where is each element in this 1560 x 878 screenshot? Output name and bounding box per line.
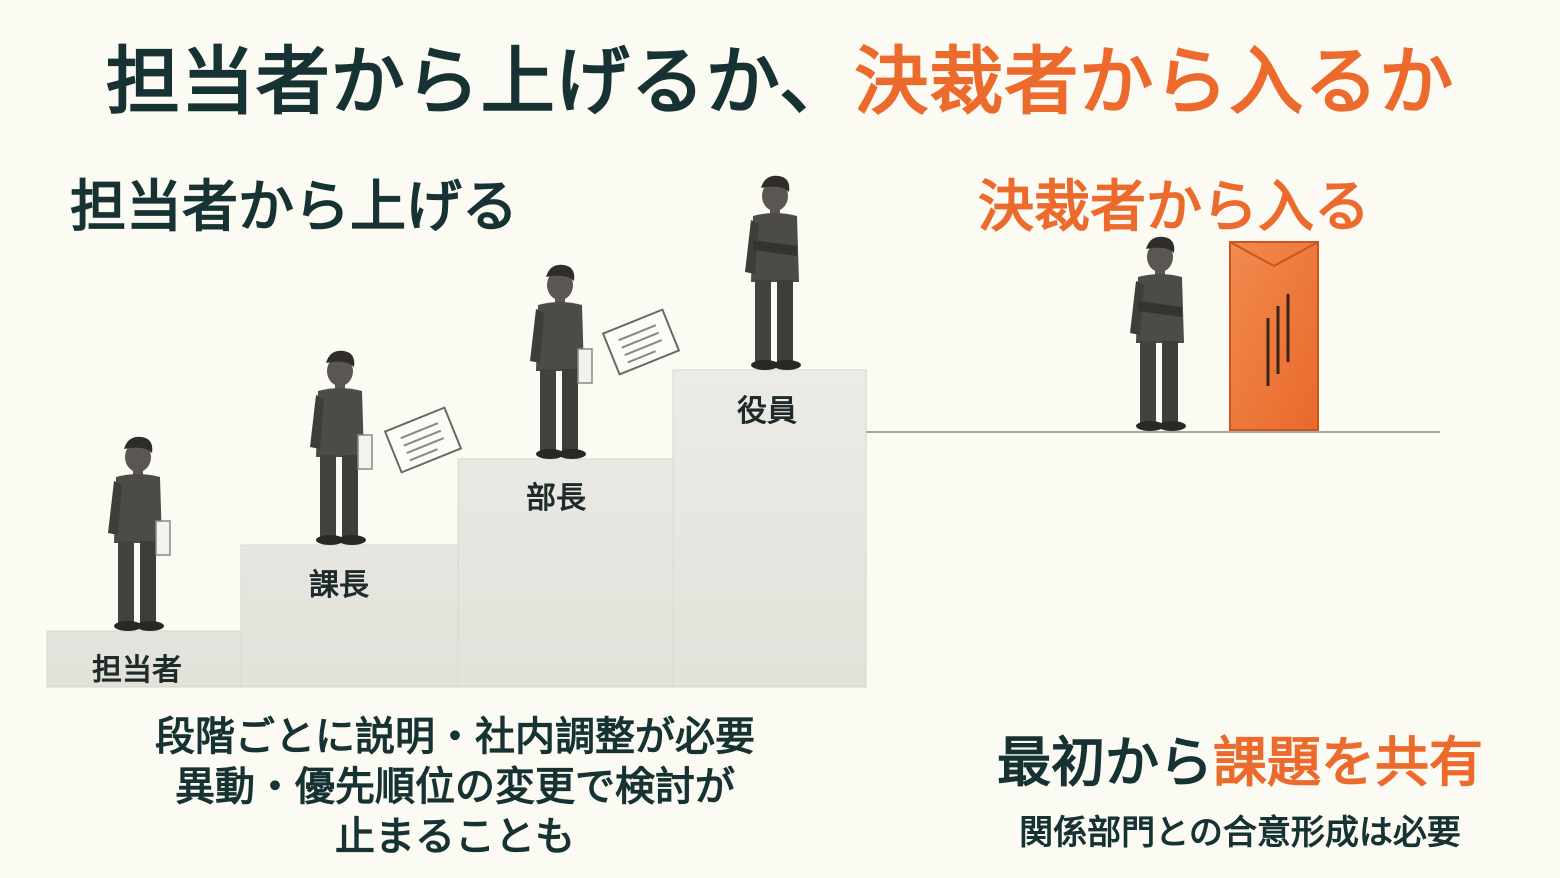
step-label-4: 役員 <box>737 394 797 429</box>
businessperson-icon <box>310 350 373 545</box>
right-summary: 最初から課題を共有 <box>960 718 1520 797</box>
step-label-2: 課長 <box>309 568 369 603</box>
right-note: 関係部門との合意形成は必要 <box>1019 813 1461 853</box>
right-summary-part-2: 課題を共有 <box>1213 731 1483 794</box>
title-part-1: 担当者から上げるか、 <box>105 39 855 125</box>
businessperson-icon <box>108 436 171 631</box>
businessperson-icon <box>745 175 801 370</box>
left-heading: 担当者から上げる <box>70 175 518 240</box>
right-description: 最初から課題を共有 関係部門との合意形成は必要 <box>960 718 1520 854</box>
document-icon <box>384 406 462 474</box>
left-description-line-2: 異動・優先順位の変更で検討が <box>175 764 735 810</box>
right-heading: 決裁者から入る <box>978 175 1370 240</box>
page-title: 担当者から上げるか、決裁者から入るか <box>0 22 1560 129</box>
right-summary-part-1: 最初から <box>997 731 1213 794</box>
left-description-line-3: 止まることも <box>335 814 575 860</box>
step-label-3: 部長 <box>526 481 586 516</box>
document-icon <box>602 308 680 376</box>
businessperson-icon <box>1130 236 1186 431</box>
left-description-line-1: 段階ごとに説明・社内調整が必要 <box>155 714 755 760</box>
title-part-2: 決裁者から入るか <box>854 39 1455 125</box>
businessperson-icon <box>530 264 593 459</box>
left-description: 段階ごとに説明・社内調整が必要 異動・優先順位の変更で検討が 止まることも <box>90 712 820 862</box>
envelope-icon <box>1229 241 1319 431</box>
step-label-1: 担当者 <box>92 653 182 688</box>
